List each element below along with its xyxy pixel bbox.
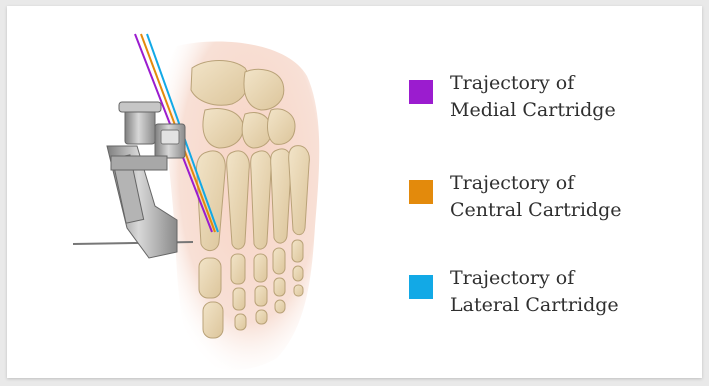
medial-color-swatch — [409, 80, 433, 104]
legend-item-medial: Trajectory of Medial Cartridge — [409, 70, 616, 124]
legend-item-lateral: Trajectory of Lateral Cartridge — [409, 265, 619, 319]
legend-item-central: Trajectory of Central Cartridge — [409, 170, 622, 224]
foot-illustration — [7, 6, 407, 378]
legend-label: Trajectory of Central Cartridge — [450, 170, 622, 224]
content-card: Trajectory of Medial Cartridge Trajector… — [7, 6, 702, 378]
central-color-swatch — [409, 180, 433, 204]
legend-label: Trajectory of Medial Cartridge — [450, 70, 616, 124]
legend-label: Trajectory of Lateral Cartridge — [450, 265, 619, 319]
lateral-color-swatch — [409, 275, 433, 299]
